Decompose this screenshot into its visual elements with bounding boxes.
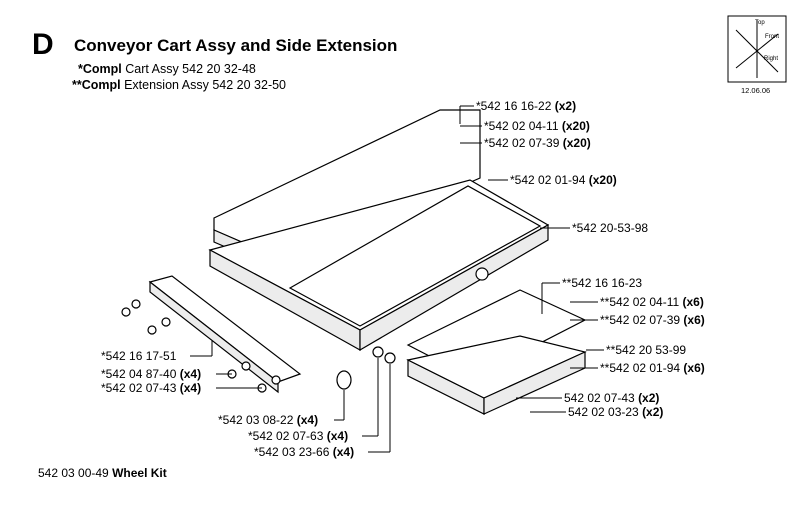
callout-542-20-53-99: **542 20 53-99 [606, 343, 687, 357]
callout-542-02-07-39: *542 02 07-39 (x20) [484, 136, 591, 150]
cart-body [208, 179, 550, 352]
callout-542-03-08-22: *542 03 08-22 (x4) [218, 413, 319, 427]
orientation-front-label: Front [765, 34, 780, 40]
page-title: Conveyor Cart Assy and Side Extension [74, 36, 398, 55]
revision-date: 12.06.06 [741, 86, 771, 95]
callout-542-02-07-43-ext: 542 02 07-43 (x2) [564, 391, 660, 405]
callout-542-16-16-22: *542 16 16-22 (x2) [476, 99, 577, 113]
callout-ext-542-02-04-11: **542 02 04-11 (x6) [600, 295, 704, 309]
callout-ext-542-02-01-94: **542 02 01-94 (x6) [600, 361, 705, 375]
callout-542-02-07-43-left: *542 02 07-43 (x4) [101, 381, 202, 395]
leader-lines [190, 105, 604, 453]
section-letter: D [32, 28, 54, 61]
orientation-right-label: Right [764, 56, 779, 62]
wheel-kit-name: Wheel Kit [112, 466, 167, 480]
callout-542-16-16-23: **542 16 16-23 [562, 276, 643, 290]
callout-542-03-23-66: *542 03 23-66 (x4) [254, 445, 355, 459]
orientation-top-label: Top [755, 20, 765, 26]
callout-542-02-03-23: 542 02 03-23 (x2) [568, 405, 664, 419]
cart-assy-line: *Compl Cart Assy 542 20 32-48 [78, 62, 256, 76]
callout-542-16-17-51: *542 16 17-51 [101, 349, 177, 363]
callout-542-02-07-63: *542 02 07-63 (x4) [248, 429, 349, 443]
wheel-kit-number: 542 03 00-49 [38, 466, 113, 480]
orientation-indicator [727, 15, 787, 83]
cart-assy-prefix: *Compl [78, 62, 122, 76]
callout-542-02-04-11: *542 02 04-11 (x20) [484, 119, 590, 133]
callout-542-20-53-98: *542 20-53-98 [572, 221, 649, 235]
callout-542-02-01-94: *542 02 01-94 (x20) [510, 173, 617, 187]
cart-assy-text: Cart Assy 542 20 32-48 [121, 62, 256, 76]
extension-assy-line: **Compl Extension Assy 542 20 32-50 [72, 78, 286, 92]
wheels [336, 346, 396, 390]
callout-542-04-87-40: *542 04 87-40 (x4) [101, 367, 202, 381]
wheel-kit-label: 542 03 00-49 Wheel Kit [38, 466, 167, 480]
callout-ext-542-02-07-39: **542 02 07-39 (x6) [600, 313, 705, 327]
extension-board [406, 289, 587, 415]
extension-assy-prefix: **Compl [72, 78, 121, 92]
extension-assy-text: Extension Assy 542 20 32-50 [120, 78, 287, 92]
